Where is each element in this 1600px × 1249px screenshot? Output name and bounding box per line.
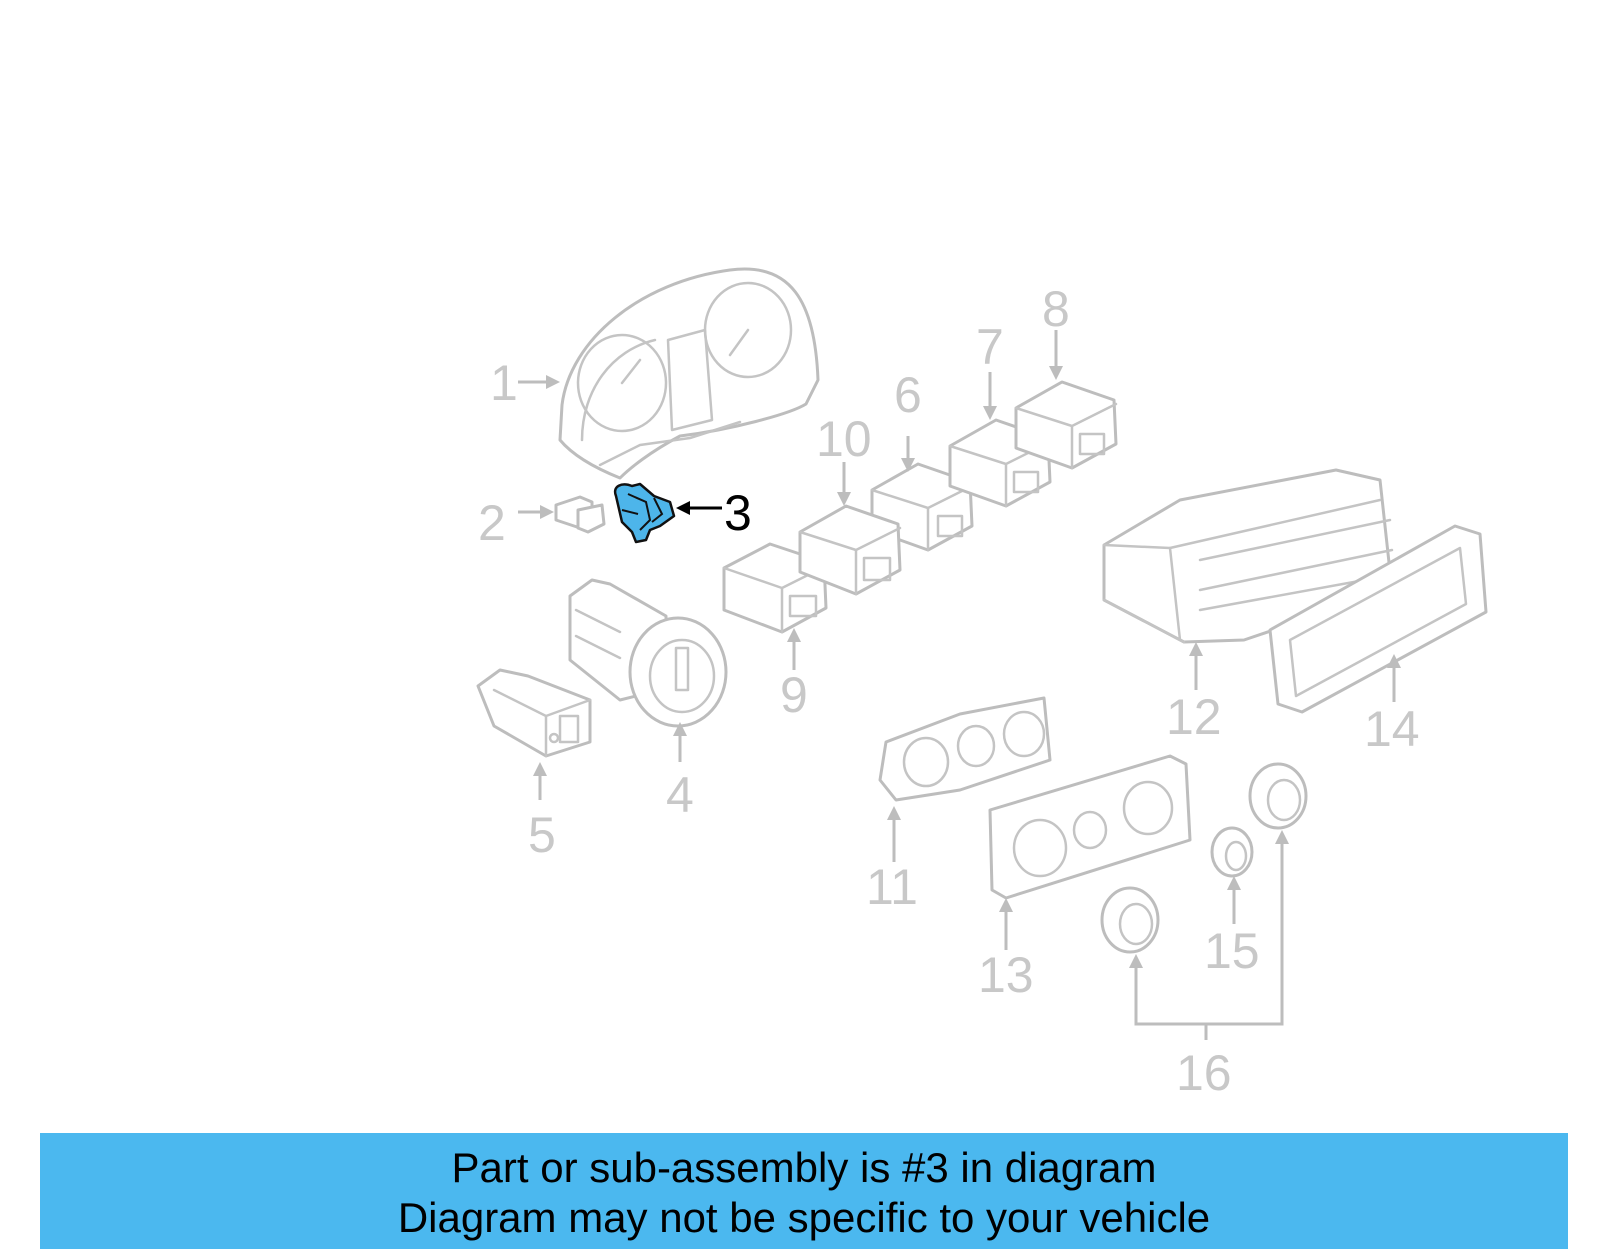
callout-13: 13 [978,947,1034,1003]
part-1-instrument-cluster [558,267,820,480]
part-10-switch [798,504,902,596]
part-3-switch-highlighted [613,482,676,544]
part-13-faceplate [988,754,1192,900]
info-banner: Part or sub-assembly is #3 in diagram Di… [40,1133,1568,1249]
callout-11: 11 [866,859,918,915]
part-2-sensor [554,495,606,534]
callout-1: 1 [490,355,518,411]
part-14-bezel [1268,524,1488,714]
callout-9: 9 [780,667,808,723]
callout-15: 15 [1204,923,1260,979]
callout-10: 10 [816,411,872,467]
part-16-knob-large [1248,762,1308,830]
callout-3: 3 [724,485,752,541]
part-8-switch [1014,380,1118,470]
part-5-switch-block [476,668,592,758]
callout-12: 12 [1166,689,1222,745]
part-11-climate-panel [878,696,1052,802]
callout-14: 14 [1364,701,1420,757]
part-16-knob-lower [1100,886,1160,954]
banner-line-2: Diagram may not be specific to your vehi… [397,1194,1211,1241]
callout-5: 5 [528,807,556,863]
callout-16: 16 [1176,1045,1232,1101]
banner-line-1: Part or sub-assembly is #3 in diagram [451,1144,1157,1191]
callout-2: 2 [478,495,506,551]
part-12-climate-module [1102,468,1394,644]
part-4-headlight-switch [568,578,728,728]
leader-lines [518,330,1401,1040]
callout-6: 6 [894,367,922,423]
callout-labels: 1 2 3 4 5 6 7 8 9 10 11 12 13 14 15 16 [478,281,1420,1101]
callout-7: 7 [976,319,1004,375]
callout-4: 4 [666,767,694,823]
part-15-knob-small [1210,826,1254,878]
callout-8: 8 [1042,281,1070,337]
